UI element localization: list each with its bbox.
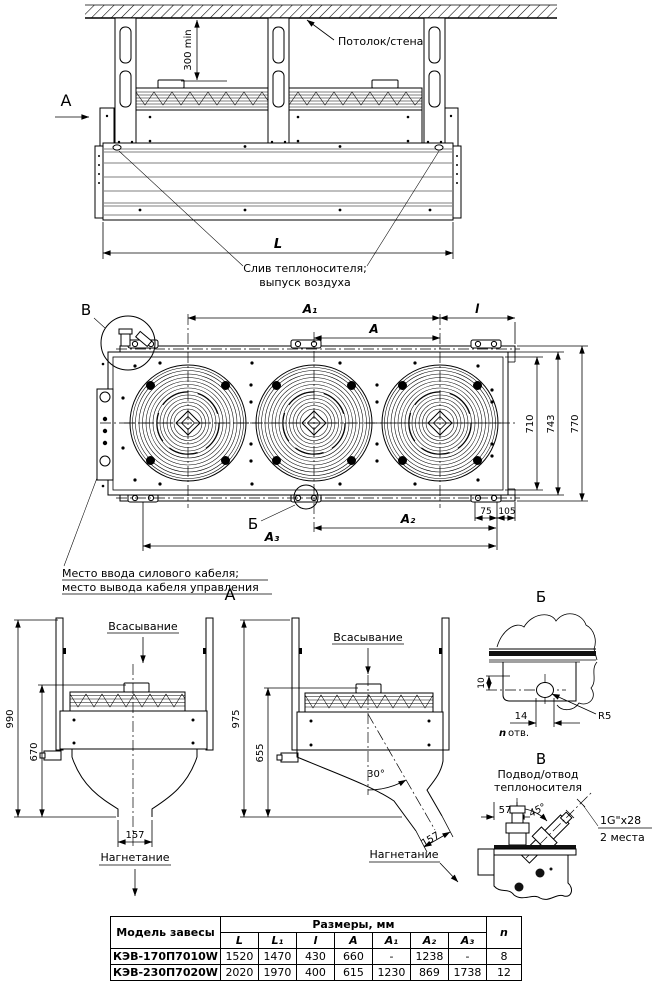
dim-75-label: 75 bbox=[480, 507, 491, 517]
dim-710-label: 710 bbox=[525, 414, 536, 433]
table-row: КЭВ-170П7010W 1520 1470 430 660 - 1238 -… bbox=[110, 948, 522, 965]
places-label: 2 места bbox=[600, 831, 645, 844]
section-arrow-label: А bbox=[61, 91, 72, 110]
detail-v: В Подвод/отвод теплоносителя 57 45° 1G" bbox=[477, 750, 652, 900]
table-cell: 430 bbox=[295, 948, 335, 965]
dim-a2-label: А₂ bbox=[400, 512, 416, 526]
coolant-note-line1: Подвод/отвод bbox=[497, 768, 578, 781]
table-header-A3: А₃ bbox=[447, 932, 487, 949]
holes-count-var: n bbox=[499, 728, 506, 739]
ceiling-hatch bbox=[85, 5, 557, 18]
dim-743-label: 743 bbox=[546, 414, 557, 433]
section-view-straight: А Всасывание 990 670 157 bbox=[5, 585, 236, 897]
dim-990-label: 990 bbox=[5, 709, 16, 728]
detail-v-title: В bbox=[536, 750, 546, 768]
dim-655-label: 655 bbox=[255, 743, 266, 762]
table-header-A2: А₂ bbox=[409, 932, 449, 949]
table-cell: 615 bbox=[333, 964, 373, 981]
discharge-label: Нагнетание bbox=[369, 848, 438, 861]
radius-label: R5 bbox=[598, 711, 611, 722]
clearance-dim-label: 300 min bbox=[183, 29, 194, 70]
plan-view: В Б А₁ l А 710 743 770 75 105 bbox=[62, 301, 588, 595]
discharge-arrow bbox=[439, 862, 459, 883]
table-cell-model: КЭВ-230П7020W bbox=[110, 964, 221, 981]
dim-l-small-label: l bbox=[475, 302, 480, 316]
table-cell: 1238 bbox=[409, 948, 449, 965]
table-cell: 869 bbox=[409, 964, 449, 981]
table-header-sizes: Размеры, мм bbox=[219, 916, 487, 933]
dim-a1-label: А₁ bbox=[302, 302, 318, 316]
table-subheader-row: L L₁ l А А₁ А₂ А₃ bbox=[111, 932, 522, 949]
dim-157-label: 157 bbox=[125, 830, 144, 841]
table-cell-model: КЭВ-170П7010W bbox=[110, 948, 221, 965]
length-dim-label: L bbox=[274, 237, 282, 252]
cable-note-line1: Место ввода силового кабеля; bbox=[62, 567, 239, 580]
dim-30deg-label: 30° bbox=[367, 769, 385, 780]
table-cell: 1970 bbox=[257, 964, 297, 981]
table-header-l: l bbox=[295, 932, 335, 949]
dim-10-label: 10 bbox=[477, 677, 487, 689]
dim-770-label: 770 bbox=[570, 414, 581, 433]
mount-bracket bbox=[114, 17, 137, 153]
front-view: А 300 min Потолок/стена L Слив теплоноси… bbox=[55, 4, 557, 289]
dim-57-label: 57 bbox=[499, 805, 512, 816]
table-cell: 400 bbox=[295, 964, 335, 981]
coolant-note-line2: теплоносителя bbox=[494, 781, 582, 794]
mount-bracket bbox=[423, 17, 446, 153]
table-cell: 1230 bbox=[371, 964, 411, 981]
table-cell: 1470 bbox=[257, 948, 297, 965]
detail-b-circle bbox=[293, 484, 319, 510]
dim-a3-label: А₃ bbox=[264, 530, 280, 544]
table-cell: - bbox=[447, 948, 487, 965]
section-view-angled: Всасывание 975 655 30° 157 Нагнетание bbox=[231, 617, 459, 883]
dimensions-table: Модель завесы Размеры, мм n L L₁ l А А₁ … bbox=[110, 916, 522, 981]
detail-v-marker: В bbox=[81, 301, 91, 319]
detail-b: Б 10 14 n отв. R5 bbox=[477, 588, 611, 739]
table-cell: - bbox=[371, 948, 411, 965]
dim-a-label: А bbox=[368, 322, 378, 336]
table-header-A1: А₁ bbox=[371, 932, 411, 949]
mount-bracket bbox=[267, 17, 290, 153]
table-header-n: n bbox=[485, 916, 522, 949]
mount-tab bbox=[470, 339, 502, 349]
dim-157-label: 157 bbox=[420, 830, 442, 849]
dim-105-label: 105 bbox=[498, 507, 515, 517]
table-cell: 12 bbox=[485, 964, 522, 981]
detail-b-marker: Б bbox=[248, 515, 258, 533]
table-cell: 2020 bbox=[219, 964, 259, 981]
cable-note-line2: место вывода кабеля управления bbox=[62, 581, 259, 594]
detail-v-circle bbox=[100, 315, 156, 371]
mount-tab bbox=[290, 339, 322, 349]
thread-label: 1G"x28 bbox=[600, 814, 641, 827]
table-cell: 8 bbox=[485, 948, 522, 965]
holes-note: отв. bbox=[508, 728, 529, 739]
discharge-label: Нагнетание bbox=[100, 851, 169, 864]
section-title: А bbox=[225, 585, 236, 604]
table-header-A: А bbox=[333, 932, 373, 949]
drain-note-line1: Слив теплоносителя; bbox=[243, 262, 367, 275]
dim-670-label: 670 bbox=[29, 742, 40, 761]
suction-label: Всасывание bbox=[108, 620, 178, 633]
table-cell: 1520 bbox=[219, 948, 259, 965]
ceiling-wall-label: Потолок/стена bbox=[338, 35, 423, 48]
dim-45deg-label: 45° bbox=[527, 802, 548, 820]
table-row: КЭВ-230П7020W 2020 1970 400 615 1230 869… bbox=[110, 964, 522, 981]
detail-b-title: Б bbox=[536, 588, 546, 606]
table-cell: 660 bbox=[333, 948, 373, 965]
table-header-L: L bbox=[219, 932, 259, 949]
drain-note-line2: выпуск воздуха bbox=[259, 276, 351, 289]
suction-label: Всасывание bbox=[333, 631, 403, 644]
table-cell: 1738 bbox=[447, 964, 487, 981]
table-header-L1: L₁ bbox=[257, 932, 297, 949]
dim-975-label: 975 bbox=[231, 709, 242, 728]
table-header-model: Модель завесы bbox=[110, 916, 221, 949]
dim-14-label: 14 bbox=[515, 711, 528, 722]
